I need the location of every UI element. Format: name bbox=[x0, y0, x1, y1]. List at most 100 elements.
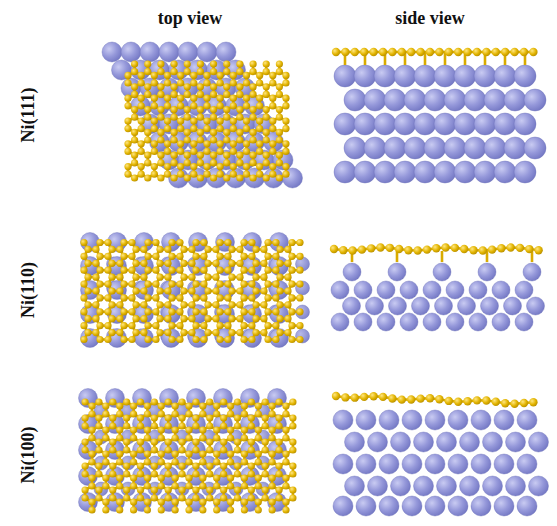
carbon-atom bbox=[256, 171, 263, 178]
carbon-atom bbox=[192, 336, 199, 343]
carbon-atom bbox=[203, 125, 210, 132]
carbon-atom bbox=[260, 260, 267, 267]
carbon-atom bbox=[200, 322, 207, 329]
carbon-atom bbox=[152, 253, 159, 260]
nickel-atom bbox=[494, 161, 516, 183]
carbon-atom bbox=[269, 95, 276, 102]
carbon-atom bbox=[176, 308, 183, 315]
nickel-atoms bbox=[333, 410, 549, 516]
carbon-atom bbox=[168, 308, 175, 315]
carbon-atom bbox=[131, 68, 138, 75]
carbon-atom bbox=[243, 102, 250, 109]
carbon-atom bbox=[184, 136, 191, 143]
carbon-atom bbox=[256, 117, 263, 124]
carbon-atom bbox=[177, 140, 184, 147]
nickel-atom bbox=[517, 454, 537, 474]
nickel-atoms bbox=[331, 263, 545, 331]
carbon-atom bbox=[184, 91, 191, 98]
nickel-atom bbox=[264, 168, 284, 188]
carbon-atom bbox=[260, 329, 267, 336]
carbon-atom bbox=[92, 301, 99, 308]
nickel-atom bbox=[414, 161, 436, 183]
carbon-atom bbox=[177, 79, 184, 86]
carbon-atom bbox=[210, 174, 217, 181]
carbon-atom bbox=[131, 91, 138, 98]
nickel-atom bbox=[331, 313, 349, 331]
carbon-atom bbox=[138, 163, 145, 170]
nickel-atom bbox=[131, 60, 151, 80]
carbon-atom bbox=[276, 287, 283, 294]
carbon-atom bbox=[236, 174, 243, 181]
carbon-atom bbox=[190, 117, 197, 124]
nickel-atom bbox=[414, 113, 436, 135]
nickel-atom bbox=[425, 410, 445, 430]
carbon-atom bbox=[236, 301, 243, 308]
nickel-atom bbox=[464, 89, 486, 111]
carbon-atom bbox=[128, 308, 135, 315]
nickel-atom bbox=[425, 454, 445, 474]
carbon-atom bbox=[200, 294, 207, 301]
nickel-atom bbox=[460, 476, 480, 496]
carbon-atom bbox=[168, 336, 175, 343]
carbon-atom bbox=[223, 114, 230, 121]
nickel-atom bbox=[384, 89, 406, 111]
carbon-atom bbox=[216, 294, 223, 301]
nickel-atom bbox=[343, 297, 361, 315]
carbon-atom bbox=[92, 315, 99, 322]
carbon-atom bbox=[260, 287, 267, 294]
carbon-atom bbox=[157, 129, 164, 136]
carbon-atom bbox=[203, 163, 210, 170]
nickel-atom bbox=[333, 410, 353, 430]
carbon-atom bbox=[367, 244, 375, 252]
carbon-atom bbox=[192, 239, 199, 246]
carbon-atom bbox=[212, 301, 219, 308]
carbon-atom bbox=[131, 129, 138, 136]
carbon-atom bbox=[200, 308, 207, 315]
carbon-atom bbox=[264, 308, 271, 315]
carbon-atom bbox=[108, 329, 115, 336]
carbon-atom bbox=[276, 174, 283, 181]
carbon-atom bbox=[180, 287, 187, 294]
nickel-atom bbox=[515, 313, 533, 331]
carbon-atom bbox=[164, 163, 171, 170]
nickel-atom bbox=[529, 476, 549, 496]
carbon-atom bbox=[128, 239, 135, 246]
graphene-layer bbox=[81, 398, 296, 513]
carbon-atom bbox=[256, 102, 263, 109]
carbon-atom bbox=[263, 83, 270, 90]
carbon-atom bbox=[168, 253, 175, 260]
carbon-atom bbox=[180, 301, 187, 308]
carbon-atom bbox=[248, 267, 255, 274]
carbon-atom bbox=[164, 315, 171, 322]
nickel-atom bbox=[469, 281, 487, 299]
carbon-atom bbox=[144, 68, 151, 75]
carbon-atom bbox=[144, 129, 151, 136]
carbon-atom bbox=[124, 148, 131, 155]
carbon-atom bbox=[210, 91, 217, 98]
carbon-atom bbox=[203, 72, 210, 79]
carbon-atom bbox=[140, 246, 147, 253]
carbon-atom bbox=[210, 83, 217, 90]
carbon-atom bbox=[176, 239, 183, 246]
nickel-atom bbox=[484, 137, 506, 159]
carbon-atom bbox=[131, 114, 138, 121]
nickel-atom bbox=[524, 137, 546, 159]
carbon-atom bbox=[151, 125, 158, 132]
carbon-atom bbox=[80, 239, 87, 246]
carbon-atom bbox=[388, 48, 396, 56]
carbon-atom bbox=[212, 329, 219, 336]
carbon-atom bbox=[190, 148, 197, 155]
graphene-layer bbox=[330, 243, 543, 262]
carbon-atom bbox=[164, 274, 171, 281]
carbon-atom bbox=[96, 336, 103, 343]
carbon-atom bbox=[190, 95, 197, 102]
carbon-atom bbox=[445, 48, 453, 56]
carbon-atom bbox=[269, 148, 276, 155]
nickel-atom bbox=[481, 297, 499, 315]
nickel-atom bbox=[394, 113, 416, 135]
carbon-atom bbox=[223, 106, 230, 113]
carbon-atom bbox=[157, 68, 164, 75]
carbon-atom bbox=[432, 244, 440, 252]
carbon-atom bbox=[120, 253, 127, 260]
carbon-atom bbox=[288, 253, 295, 260]
